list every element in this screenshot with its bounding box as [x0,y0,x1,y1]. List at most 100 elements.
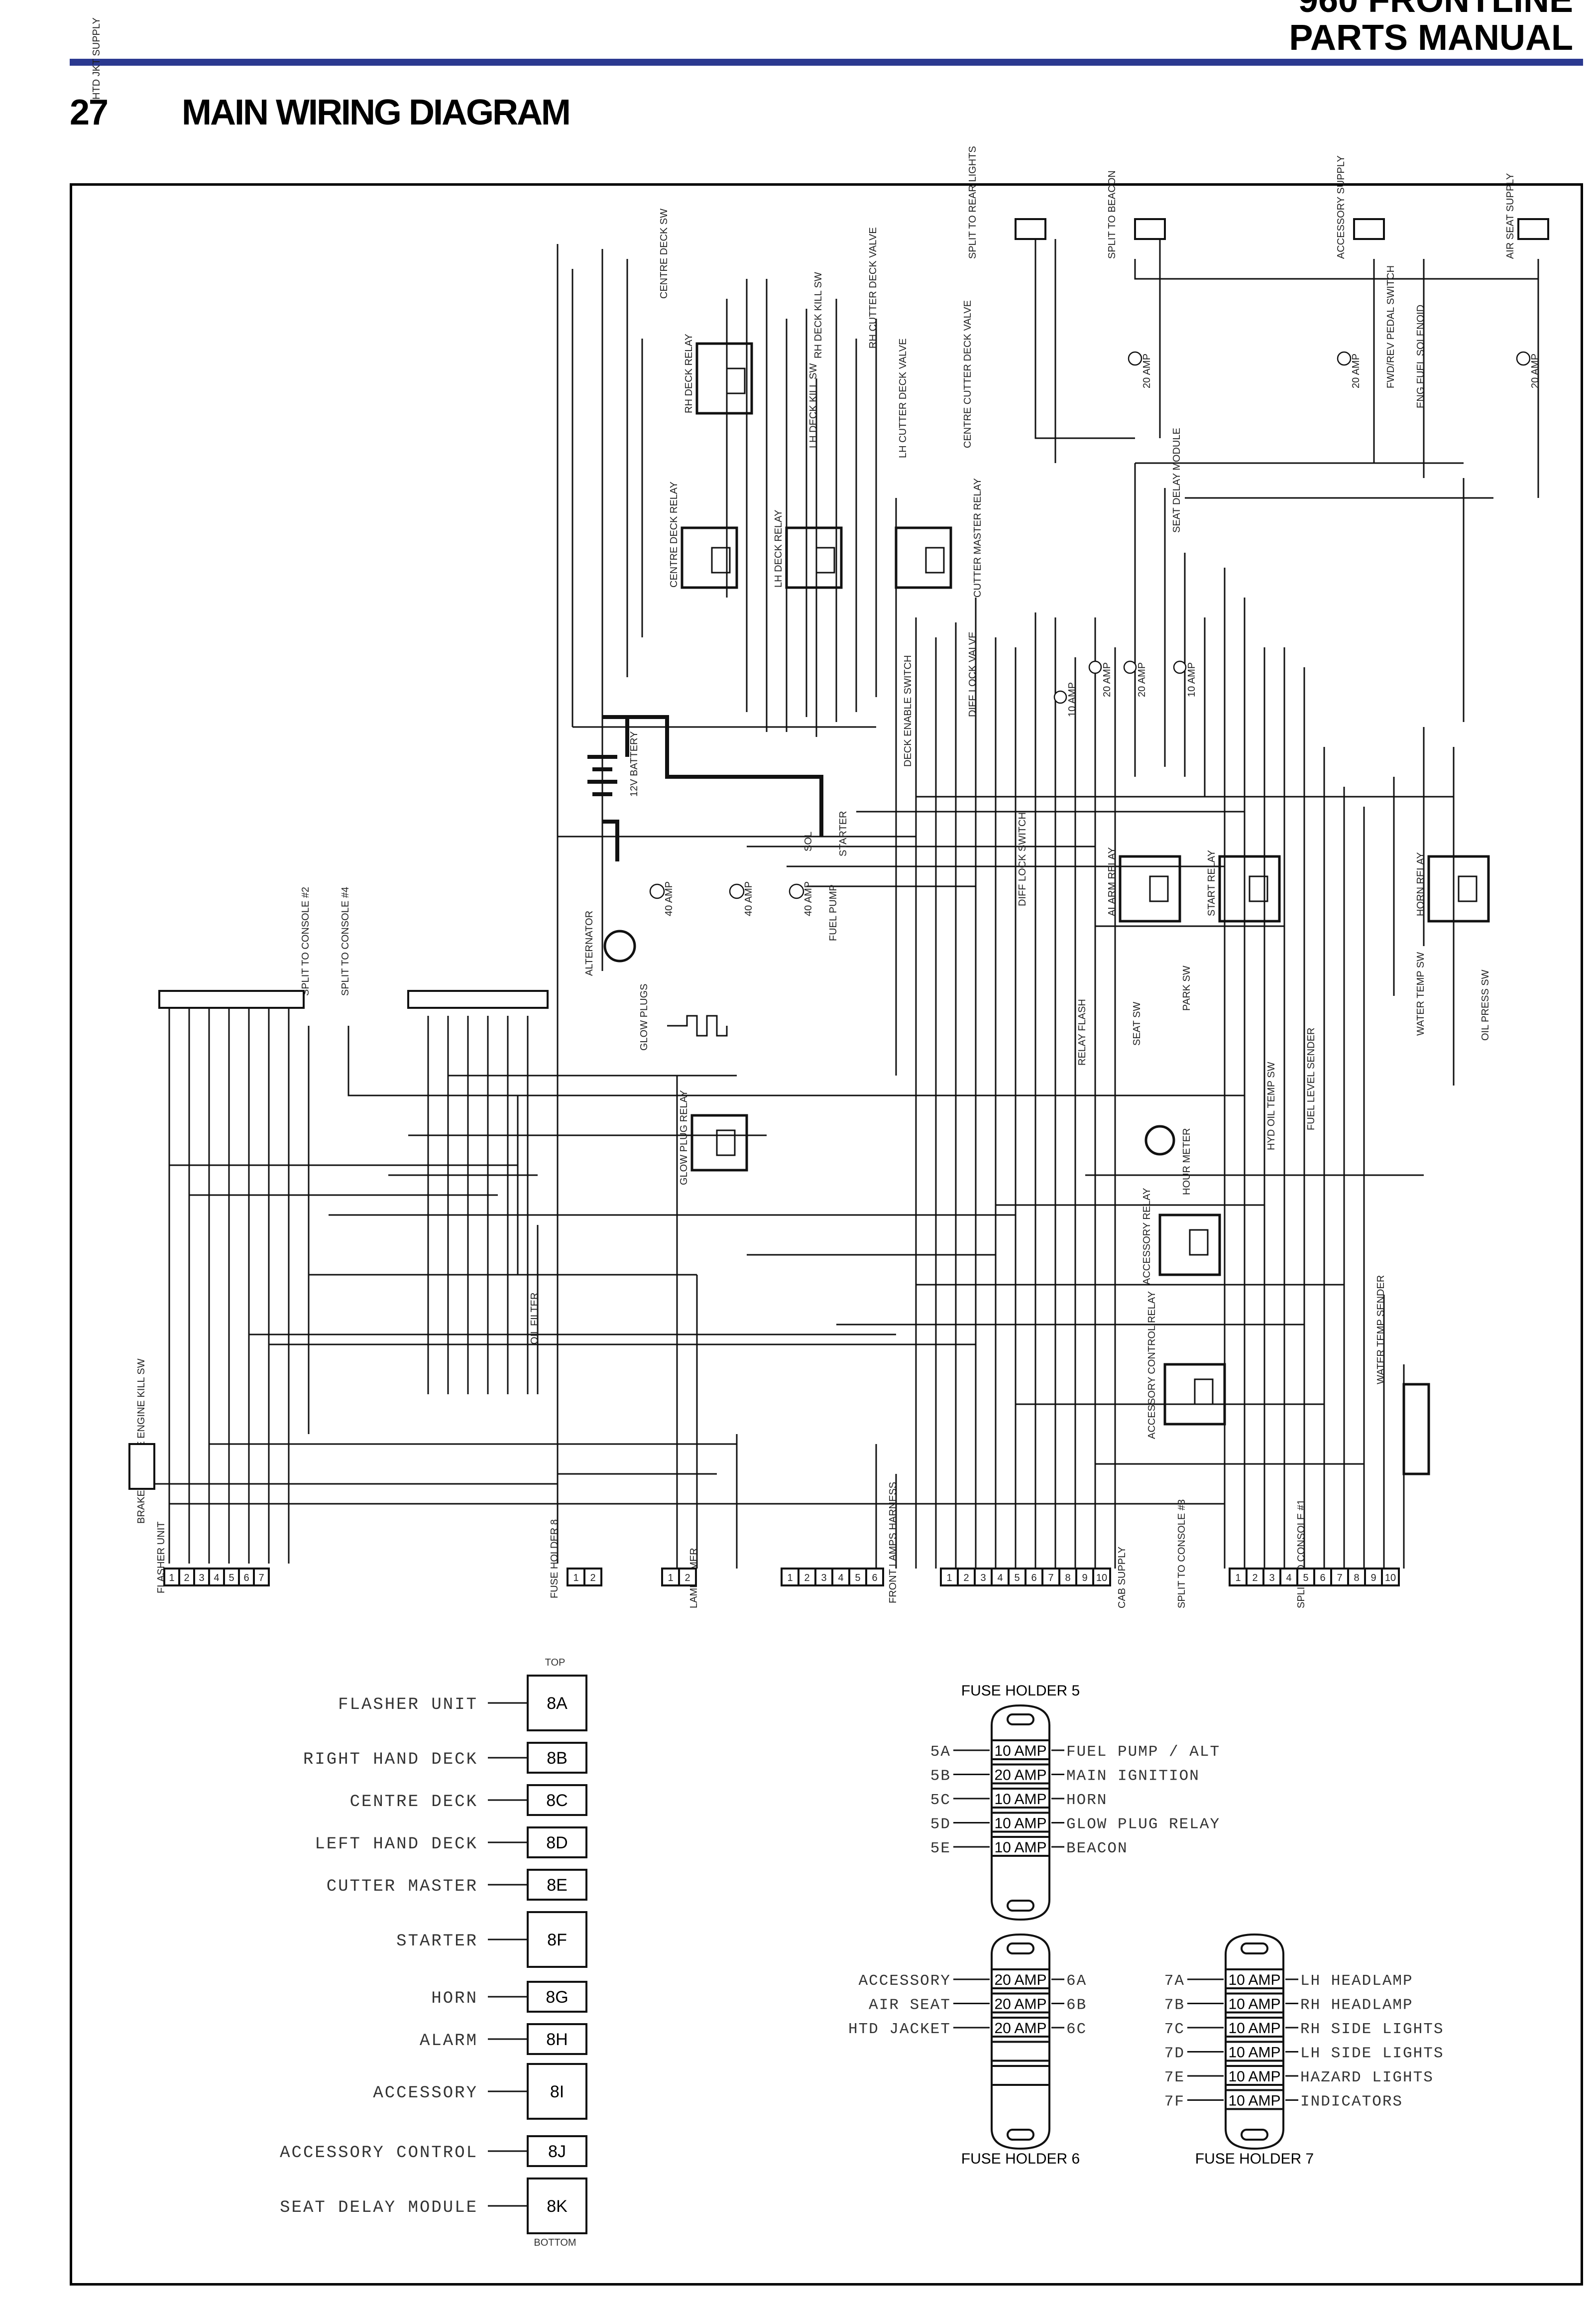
connector-pin-number: 1 [668,1573,673,1583]
connector-pin-number: 3 [821,1573,826,1583]
rear-lights-connector [158,990,305,1009]
component-label: SPLIT TO CONSOLE #1 [1296,1499,1307,1608]
fuse-circuit-label: RIGHT HAND DECK [303,1750,478,1769]
connector-pin [1092,1568,1111,1586]
lh-deck-relay-label: LH DECK RELAY [773,510,784,588]
connector-pin-number: 6 [1031,1573,1036,1583]
component-label: SPLIT TO REAR LIGHTS [967,146,978,259]
component-label: HTD JKT SUPPLY [91,17,102,100]
supply-fuses: 20 AMP 20 AMP 20 AMP [1128,351,1541,388]
connector-pin-number: 1 [946,1573,952,1583]
connector-pin-number: 2 [590,1573,595,1583]
component-label: ENG FUEL SOLENOID [1415,305,1426,408]
fuse-slot [1225,2017,1284,2038]
fuse-slot-id: 8B [547,1749,568,1768]
fuse-amp: 20 AMP [994,1972,1046,1988]
fuse-amp: 20 AMP [994,1767,1046,1784]
accessory-control-relay-label: ACCESSORY CONTROL RELAY [1146,1291,1157,1439]
connector-pin [1313,1568,1332,1586]
fuse-left-label: HTD JACKET [848,2021,951,2038]
fuse-holder-8-bottom-label: BOTTOM [534,2237,576,2248]
connector-pin-number: 4 [838,1573,843,1583]
section-title: MAIN WIRING DIAGRAM [182,93,571,132]
fuse-amp: 20 AMP [994,2020,1046,2037]
alternator-label: ALTERNATOR [584,911,595,976]
fuse-right-label: HORN [1066,1792,1107,1809]
fuse-holder-7-title: FUSE HOLDER 7 [1195,2151,1314,2167]
fuse-right-label: GLOW PLUG RELAY [1066,1816,1220,1833]
component-label: FUSE HOLDER 8 [549,1519,560,1598]
fuse-circuit-label: CENTRE DECK [350,1793,478,1812]
component-label: DIFF LOCK VALVE [967,631,978,717]
connector-pin-number: 9 [1082,1573,1087,1583]
connector-pin-number: 2 [1252,1573,1257,1583]
horn-relay [1427,855,1490,923]
component-label: SPLIT TO CONSOLE #2 [300,887,311,996]
fuse-left-label: 5C [930,1792,951,1809]
fuse-slot-id: 8A [547,1694,568,1713]
fuse-slot [1225,2041,1284,2062]
connector-pin-number: 10 [1096,1573,1107,1583]
connector-pin [1058,1568,1077,1586]
component-label: PARK SW [1181,966,1192,1011]
fuse-amp: 10 AMP [1228,1996,1280,2013]
fuse-slot-box [527,1911,587,1968]
component-label: SPLIT TO BEACON [1107,170,1118,259]
component-label: WATER TEMP SENDER [1375,1275,1386,1384]
main-fuse-2-label: 40 AMP [743,881,754,916]
air-seat-supply-fuse-label: 20 AMP [1351,354,1362,388]
fuse-slot-box [527,2178,587,2234]
component-labels: RH DECK RELAY CENTRE DECK RELAY LH DECK … [584,334,1426,1439]
fuse-right-label: LH SIDE LIGHTS [1300,2045,1444,2062]
fuse-left-label: 5B [930,1768,951,1785]
fuse-amp: 20 AMP [994,1996,1046,2013]
fuse-circuit-label: ALARM [420,2032,478,2051]
relay-coils [711,367,1478,1405]
connector-pin-number: 4 [997,1573,1003,1583]
rh-deck-relay-label: RH DECK RELAY [684,334,694,413]
fuse-slot [991,1739,1050,1760]
fuse-slot [991,2017,1050,2038]
fuse-right-label: MAIN IGNITION [1066,1768,1200,1785]
fuse-holder-5-title: FUSE HOLDER 5 [961,1683,1080,1699]
component-label: OIL PRESS SW [1480,969,1491,1041]
component-label: OIL FILTER [529,1293,540,1344]
fuse-holder-8-top-label: TOP [545,1657,566,1668]
mid-fuse-2-label: 20 AMP [1102,662,1113,697]
fuse-slot [1225,2089,1284,2110]
alarm-relay-label: ALARM RELAY [1107,847,1118,916]
fuse-slot-box [527,1742,587,1774]
component-label: SEAT SW [1132,1002,1142,1046]
connector-pin-number: 9 [1370,1573,1376,1583]
starter-label: STARTER [838,811,849,857]
fuse-right-label: FUEL PUMP / ALT [1066,1743,1220,1761]
main-fuse-1 [649,883,665,899]
fuse-amp: 10 AMP [1228,1972,1280,1988]
mid-fuse-1-label: 10 AMP [1067,682,1078,717]
air-seat-supply-fuse [1337,351,1352,366]
component-label: ACCESSORY SUPPLY [1336,155,1347,259]
fuse-slot [991,2041,1050,2062]
fuse-amp: 10 AMP [994,1791,1046,1808]
component-label: CENTRE CUTTER DECK VALVE [962,300,973,448]
fuse-left-label: 7D [1164,2045,1185,2062]
fuse-slot-id: 8E [547,1876,568,1895]
fuse-amp: 10 AMP [994,1815,1046,1832]
connector-pin [223,1568,240,1586]
fuse-left-label: 5D [930,1816,951,1833]
fuse-slot [991,1763,1050,1785]
connector-pin-number: 1 [169,1573,174,1583]
fuse-left-label: 7E [1164,2069,1185,2086]
fuse-left-label: 7A [1164,1972,1185,1990]
component-label: HOUR METER [1181,1128,1192,1195]
accessory-relay-label: ACCESSORY RELAY [1141,1188,1152,1285]
fuse-left-label: 7C [1164,2021,1185,2038]
start-relay-label: START RELAY [1206,850,1217,916]
